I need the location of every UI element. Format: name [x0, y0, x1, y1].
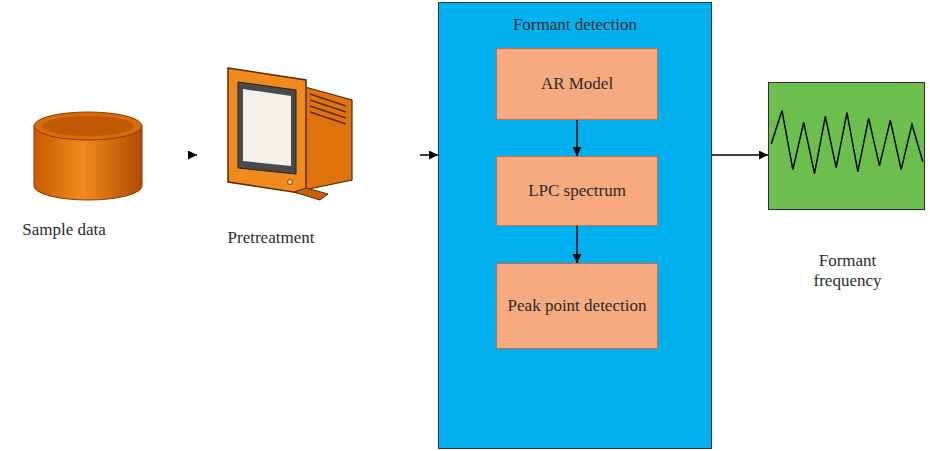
database-node: Sample data: [8, 110, 168, 202]
box-text: LPC spectrum: [528, 181, 626, 201]
computer-node: Pretreatment: [205, 62, 375, 208]
database-icon: [8, 110, 168, 202]
node-label: Formant frequency: [798, 251, 898, 292]
node-label: Sample data: [0, 220, 134, 240]
node-label: Pretreatment: [196, 228, 346, 248]
waveform: [769, 83, 924, 209]
flow-arrow: [712, 154, 768, 156]
process-box: LPC spectrum: [496, 156, 658, 226]
box-text: Peak point detection: [508, 296, 647, 316]
node-label: Formant detection: [439, 15, 711, 35]
flow-arrow: [420, 154, 438, 156]
box-text: AR Model: [541, 74, 613, 94]
monitor-icon: [205, 62, 375, 208]
process-box: Peak point detection: [496, 263, 658, 349]
process-box: AR Model: [496, 48, 658, 120]
flow-arrow: [196, 154, 197, 156]
group-box: Formant detection AR ModelLPC spectrumPea…: [438, 2, 712, 449]
output-box: Formant frequency: [768, 82, 925, 210]
